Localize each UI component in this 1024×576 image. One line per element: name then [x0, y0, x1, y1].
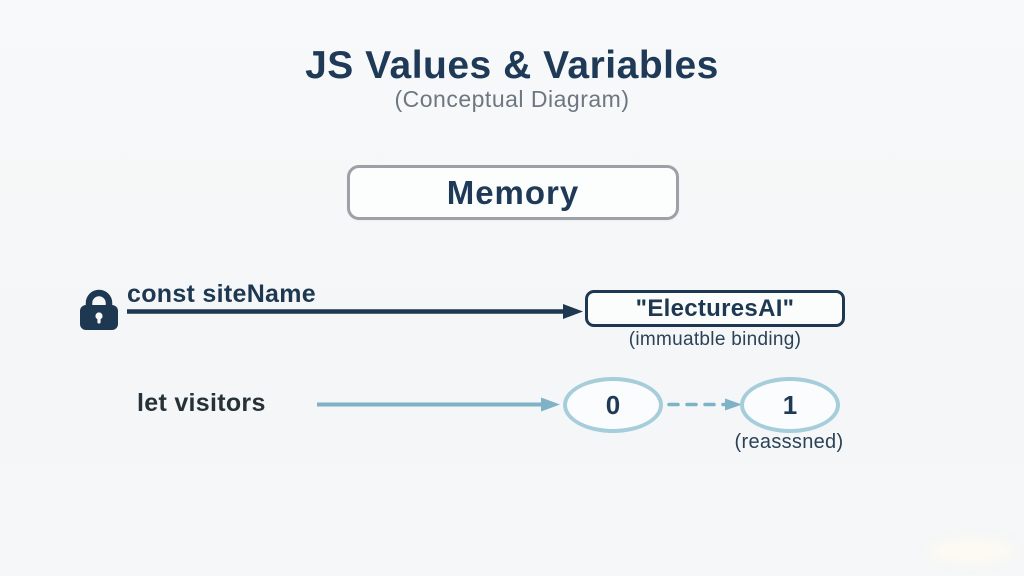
- let-declaration-label: let visitors: [137, 389, 266, 417]
- watermark-smudge: [928, 540, 1016, 562]
- let-arrow: [317, 397, 560, 412]
- memory-box-label: Memory: [446, 173, 580, 211]
- const-arrow: [127, 304, 583, 319]
- initial-value-text: 0: [605, 389, 621, 420]
- reassigned-caption: (reasssned): [734, 431, 844, 453]
- value-circle-reassigned: 1: [740, 377, 840, 433]
- const-declaration-label: const siteName: [127, 280, 316, 308]
- lock-icon: [80, 289, 118, 330]
- page-subtitle: (Conceptual Diagram): [394, 86, 630, 112]
- string-value-text: "ElecturesAI": [635, 294, 795, 322]
- immutable-binding-caption: (immuatble binding): [628, 329, 802, 350]
- string-value-box: "ElecturesAI": [585, 290, 845, 327]
- reassign-dashed-arrow: [667, 398, 742, 411]
- new-value-text: 1: [782, 389, 798, 420]
- value-circle-initial: 0: [563, 377, 663, 433]
- memory-box: Memory: [347, 165, 679, 220]
- page-title: JS Values & Variables: [305, 44, 719, 87]
